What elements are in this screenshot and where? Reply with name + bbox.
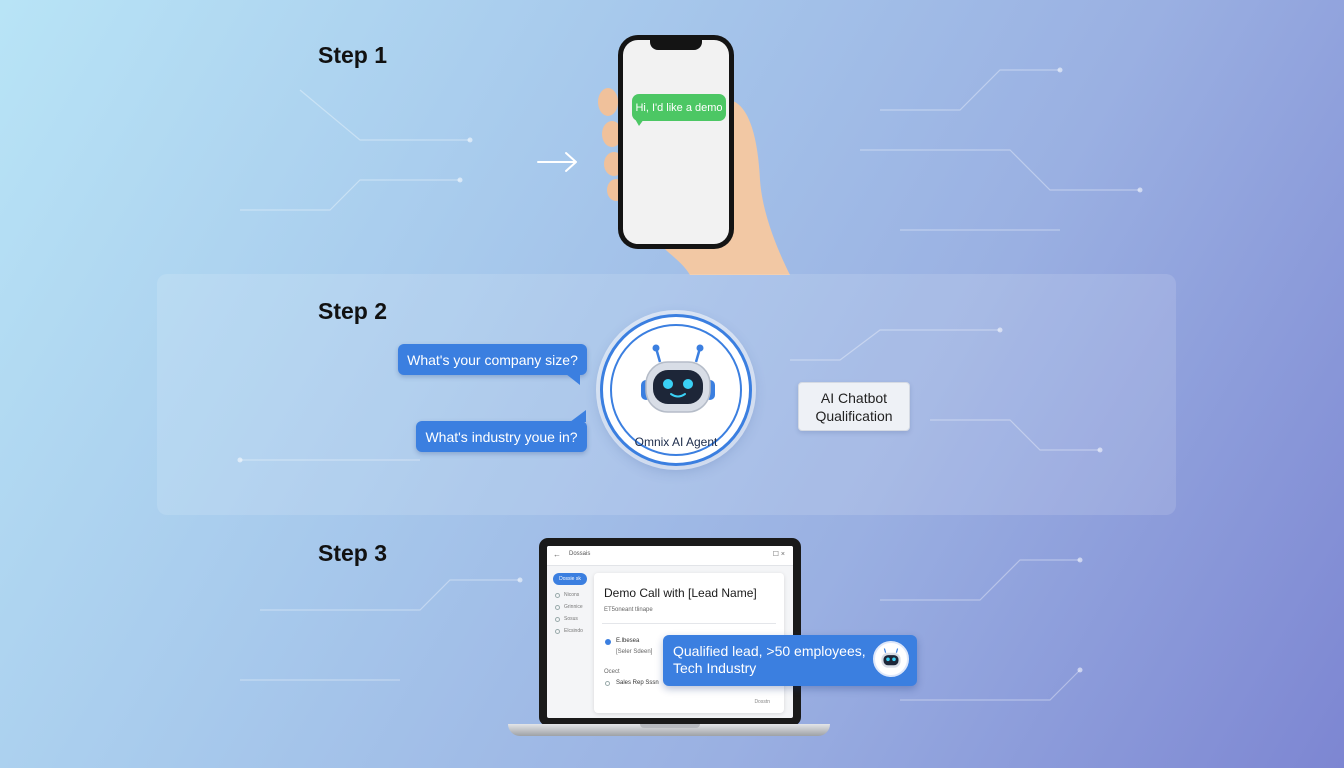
qualified-lead-note: Qualified lead, >50 employees, Tech Indu… [663, 635, 917, 686]
crm-screen: ← Dossais ☐ × Dossie sk Nicons Grinnice … [547, 546, 793, 718]
meeting-title: Demo Call with [Lead Name] [604, 586, 757, 600]
qualification-line-2: Qualification [815, 408, 893, 424]
attendee-icon [605, 639, 611, 645]
robot-icon [641, 344, 715, 413]
laptop-notch [640, 724, 700, 728]
agent-name: Omnix AI Agent [634, 435, 718, 449]
message-tail [635, 119, 644, 126]
phone-screen: Hi, I'd like a demo [623, 40, 729, 244]
agent-badge: Omnix AI Agent [600, 314, 752, 466]
phone: Hi, I'd like a demo [618, 35, 734, 249]
attendee-role: [Seler Sdeen] [616, 649, 653, 655]
phone-notch [650, 40, 702, 50]
assignee-icon [605, 681, 610, 686]
laptop-base [508, 724, 830, 736]
sidebar-item-4[interactable]: Elcsindo [555, 628, 583, 634]
meeting-subtitle: ET5oneant tlinape [604, 607, 653, 613]
mini-robot-badge [873, 641, 909, 677]
industry-question: What's industry youe in? [416, 421, 587, 452]
sidebar-item-icon [555, 628, 560, 634]
sidebar-item-2[interactable]: Grinnice [555, 604, 583, 610]
phone-in-hand: Hi, I'd like a demo [590, 30, 790, 275]
card-action-button[interactable]: Dosstn [754, 699, 770, 705]
sidebar-item-icon [555, 616, 560, 622]
back-arrow-icon[interactable]: ← [553, 550, 561, 559]
sidebar-item-label: Elcsindo [564, 628, 583, 634]
qualification-label: AI Chatbot Qualification [798, 382, 910, 431]
demo-request-message: Hi, I'd like a demo [632, 94, 726, 121]
company-size-question: What's your company size? [398, 344, 587, 375]
crm-titlebar: ← Dossais ☐ × [547, 546, 793, 566]
sidebar-item-3[interactable]: Sosus [555, 616, 578, 622]
sidebar-item-icon [555, 592, 560, 598]
sidebar-primary-button[interactable]: Dossie sk [553, 573, 587, 585]
attendee-name: E.lbesea [616, 638, 640, 644]
agent-badge-ring: Omnix AI Agent [610, 324, 742, 456]
bubble-tail [570, 410, 586, 422]
sidebar-item-1[interactable]: Nicons [555, 592, 579, 598]
sidebar-item-label: Nicons [564, 592, 580, 598]
lead-note-line-1: Qualified lead, >50 employees, [673, 643, 866, 659]
section-label: Ocect [604, 669, 620, 675]
assignee-name: Sales Rep Sssn [616, 680, 659, 686]
laptop: ← Dossais ☐ × Dossie sk Nicons Grinnice … [539, 538, 801, 726]
arrow-right-icon [537, 152, 577, 172]
sidebar-item-label: Grinnice [564, 604, 583, 610]
sidebar-item-label: Sosus [564, 616, 578, 622]
robot-icon [881, 648, 901, 668]
step-3-title: Step 3 [318, 540, 388, 566]
step-2-title: Step 2 [318, 298, 388, 324]
crm-window-title: Dossais [569, 551, 591, 557]
sidebar-item-icon [555, 604, 560, 610]
step-1-title: Step 1 [318, 42, 388, 68]
lead-note-line-2: Tech Industry [673, 660, 757, 676]
window-controls-icon[interactable]: ☐ × [772, 551, 785, 558]
bubble-tail [566, 374, 580, 385]
divider [602, 623, 776, 624]
qualification-line-1: AI Chatbot [820, 390, 888, 406]
